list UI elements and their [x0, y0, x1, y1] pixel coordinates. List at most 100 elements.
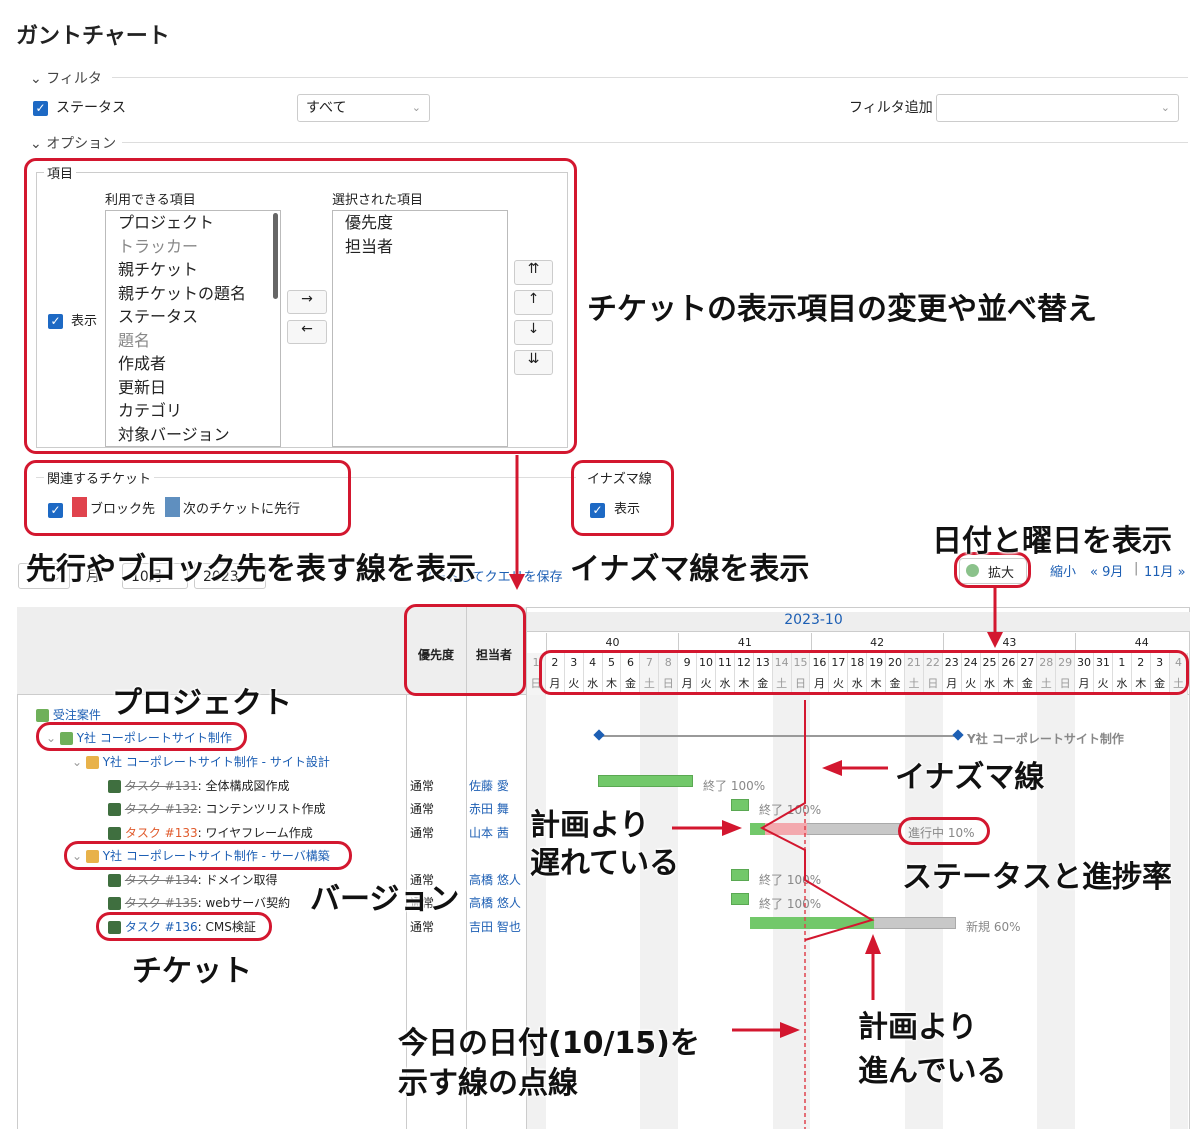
- task-bar[interactable]: [731, 869, 749, 881]
- project-row[interactable]: 受注案件: [36, 706, 101, 723]
- nav-separator: |: [1134, 561, 1139, 576]
- task-status-label: 進行中 10%: [908, 826, 975, 840]
- priority-column-header[interactable]: 優先度: [418, 648, 455, 662]
- day-cell: 2: [1131, 653, 1151, 674]
- related-checkbox[interactable]: ✓: [48, 500, 63, 519]
- list-item[interactable]: トラッカー: [118, 236, 199, 256]
- weekend-column: [640, 695, 660, 1129]
- move-up-button[interactable]: ↑: [514, 290, 553, 315]
- move-down-button[interactable]: ↓: [514, 320, 553, 345]
- next-month-link[interactable]: 11月 »: [1144, 565, 1186, 580]
- zoom-in-button[interactable]: 拡大: [959, 558, 1027, 584]
- weekday-cell: 金: [1018, 674, 1038, 695]
- weekday-cell: 火: [564, 674, 584, 695]
- list-item[interactable]: 更新日: [118, 377, 167, 397]
- task-bar[interactable]: [598, 775, 693, 787]
- list-item[interactable]: 作成者: [118, 354, 167, 373]
- status-filter-checkbox[interactable]: ✓: [33, 98, 48, 117]
- task-bar[interactable]: [731, 893, 749, 905]
- status-highlight: [898, 817, 990, 845]
- assignee-cell[interactable]: 山本 茜: [469, 826, 509, 840]
- assignee-cell[interactable]: 高橋 悠人: [469, 873, 521, 887]
- weekday-cell: 土: [905, 674, 924, 695]
- list-item[interactable]: ステータス: [118, 307, 199, 326]
- day-cell: 22: [923, 653, 943, 674]
- months-select[interactable]: ⌄: [18, 563, 70, 589]
- task-icon: [108, 780, 121, 793]
- divider: [112, 77, 1188, 78]
- weekday-cell: 月: [1075, 674, 1094, 695]
- available-columns-list[interactable]: プロジェクト トラッカー 親チケット 親チケットの題名 ステータス 題名 作成者…: [105, 210, 281, 447]
- list-item[interactable]: 優先度: [345, 213, 394, 232]
- list-item[interactable]: 担当者: [345, 236, 394, 256]
- issue-row[interactable]: タスク #136: CMS検証: [108, 918, 256, 935]
- move-right-button[interactable]: →: [287, 290, 327, 314]
- list-item[interactable]: プロジェクト: [118, 213, 215, 232]
- day-cell: 11: [716, 653, 735, 674]
- assignee-cell[interactable]: 吉田 智也: [469, 920, 521, 934]
- available-columns-label: 利用できる項目: [105, 193, 196, 208]
- month-select[interactable]: 10月: [122, 563, 188, 589]
- day-cell: 5: [602, 653, 622, 674]
- add-filter-select[interactable]: ⌄: [936, 94, 1179, 122]
- assignee-cell[interactable]: 赤田 舞: [469, 802, 509, 816]
- day-cell: 29: [1056, 653, 1076, 674]
- status-operator-select[interactable]: すべて⌄: [297, 94, 430, 122]
- weekday-cell: 月: [810, 674, 830, 695]
- selected-columns-list[interactable]: 優先度 担当者: [332, 210, 508, 447]
- priority-cell: 通常: [410, 802, 435, 816]
- assignee-cell[interactable]: 高橋 悠人: [469, 896, 521, 910]
- list-item[interactable]: 対象バージョン: [118, 424, 230, 444]
- annotation-ahead-1: 計画より: [858, 1010, 978, 1045]
- weekday-cell: 木: [867, 674, 887, 695]
- zoom-out-link[interactable]: 縮小: [1050, 565, 1077, 580]
- prev-month-link[interactable]: « 9月: [1090, 565, 1124, 580]
- list-item[interactable]: 題名: [118, 330, 151, 350]
- annotation-ahead-2: 進んでいる: [858, 1054, 1007, 1089]
- move-left-button[interactable]: ←: [287, 320, 327, 344]
- list-item[interactable]: 親チケット: [118, 260, 199, 279]
- priority-cell: 通常: [410, 826, 435, 840]
- weekend-shading: [527, 695, 1190, 1129]
- year-select[interactable]: 2023: [194, 563, 266, 589]
- lightning-highlight: [571, 460, 674, 536]
- annotation-dates: 日付と曜日を表示: [932, 524, 1172, 559]
- columns-show-checkbox[interactable]: ✓: [48, 311, 63, 330]
- weekday-cell: 水: [716, 674, 735, 695]
- project-bar[interactable]: [598, 735, 958, 737]
- issue-row[interactable]: タスク #133: ワイヤフレーム作成: [108, 824, 313, 841]
- list-item[interactable]: 親チケットの題名: [118, 283, 247, 303]
- move-bottom-button[interactable]: ⇊: [514, 350, 553, 375]
- project-icon: [59, 732, 73, 745]
- issue-row[interactable]: タスク #135: webサーバ契約: [108, 894, 290, 911]
- lightning-checkbox[interactable]: ✓: [590, 500, 605, 519]
- save-query-link[interactable]: ソートしてクエリを保存: [420, 570, 563, 585]
- version-row[interactable]: ⌄ Y社 コーポレートサイト制作 - サイト設計: [72, 755, 330, 769]
- weekend-column: [1056, 695, 1076, 1129]
- assignee-column-header[interactable]: 担当者: [476, 648, 513, 662]
- task-icon: [108, 827, 121, 840]
- columns-fieldset: [36, 172, 568, 448]
- issue-row[interactable]: タスク #132: コンテンツリスト作成: [108, 800, 325, 817]
- filter-legend[interactable]: ⌄ フィルタ: [30, 71, 102, 87]
- list-item[interactable]: カテゴリ: [118, 401, 183, 420]
- issue-row[interactable]: タスク #134: ドメイン取得: [108, 871, 277, 888]
- weekday-cell: 水: [848, 674, 868, 695]
- day-cell: 28: [1037, 653, 1057, 674]
- issue-row[interactable]: タスク #131: 全体構成図作成: [108, 777, 289, 794]
- assignee-cell[interactable]: 佐藤 愛: [469, 779, 509, 793]
- options-legend[interactable]: ⌄ オプション: [30, 136, 117, 152]
- project-row[interactable]: ⌄ Y社 コーポレートサイト制作: [46, 731, 232, 745]
- task-bar[interactable]: [731, 799, 749, 811]
- scrollbar[interactable]: [273, 213, 278, 299]
- move-top-button[interactable]: ⇈: [514, 260, 553, 285]
- day-cell: 23: [942, 653, 962, 674]
- task-icon: [108, 803, 121, 816]
- week-cell: 40: [545, 633, 678, 653]
- day-cell: 14: [772, 653, 792, 674]
- divider: [36, 477, 576, 478]
- day-cell: 8: [659, 653, 679, 674]
- weekday-cell: 水: [1112, 674, 1132, 695]
